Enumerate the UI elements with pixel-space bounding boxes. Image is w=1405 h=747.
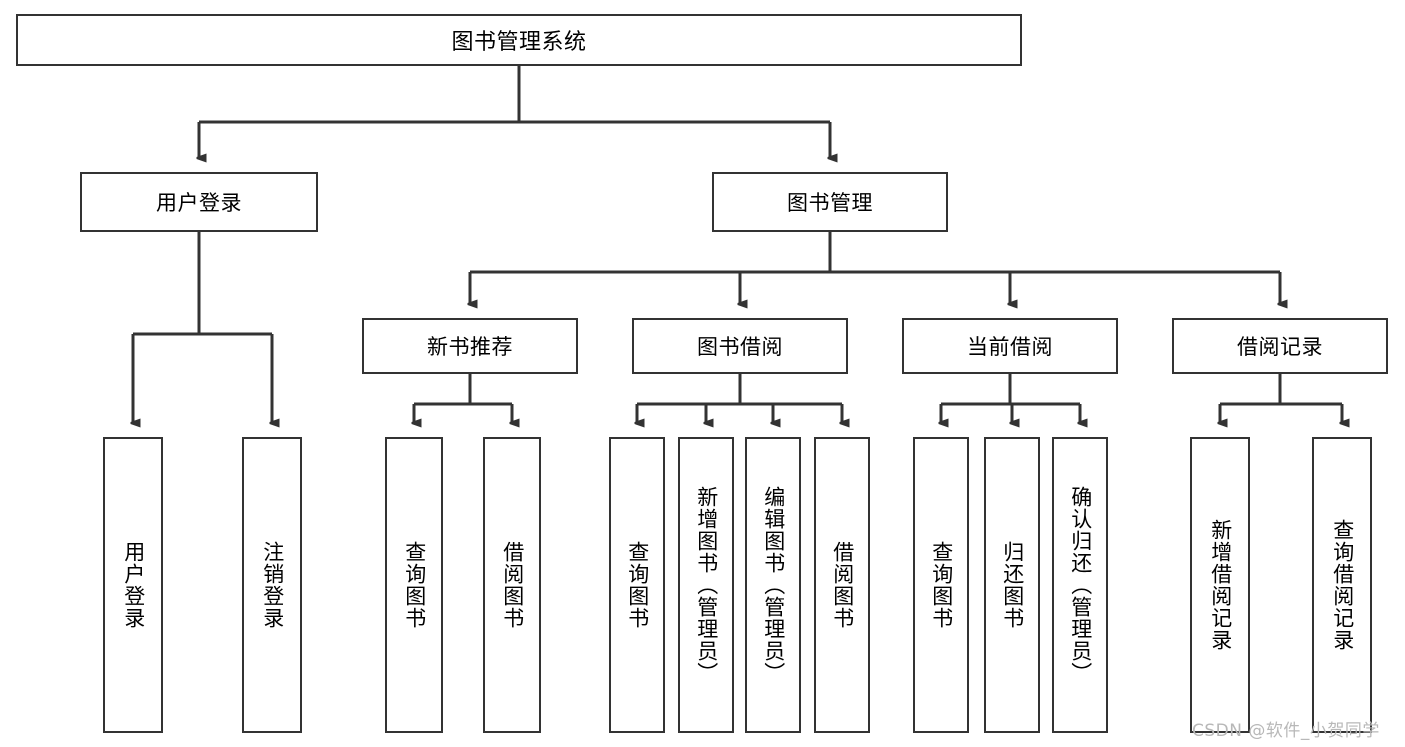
node-leaf-borrow-book-recommend[interactable]: 借阅图书: [483, 437, 541, 733]
node-label: 新书推荐: [427, 335, 513, 359]
node-label: 编辑图书（管理员）: [761, 486, 786, 684]
node-leaf-logout-login[interactable]: 注销登录: [242, 437, 302, 733]
node-label: 新增借阅记录: [1208, 519, 1233, 651]
node-label: 借阅图书: [830, 541, 855, 629]
node-leaf-query-borrow-record[interactable]: 查询借阅记录: [1312, 437, 1372, 733]
node-leaf-return-book[interactable]: 归还图书: [984, 437, 1040, 733]
node-label: 查询借阅记录: [1330, 519, 1355, 651]
node-book-borrow[interactable]: 图书借阅: [632, 318, 848, 374]
node-user-login[interactable]: 用户登录: [80, 172, 318, 232]
node-book-management-system[interactable]: 图书管理系统: [16, 14, 1022, 66]
node-label: 借阅图书: [500, 541, 525, 629]
node-leaf-confirm-return-admin[interactable]: 确认归还（管理员）: [1052, 437, 1108, 733]
node-label: 查询图书: [625, 541, 650, 629]
node-label: 用户登录: [156, 191, 242, 215]
node-label: 新增图书（管理员）: [694, 486, 719, 684]
node-label: 用户登录: [121, 541, 146, 629]
node-label: 当前借阅: [967, 335, 1053, 359]
node-new-book-recommend[interactable]: 新书推荐: [362, 318, 578, 374]
node-leaf-query-book-recommend[interactable]: 查询图书: [385, 437, 443, 733]
node-label: 图书管理系统: [451, 30, 587, 55]
node-leaf-query-book-current[interactable]: 查询图书: [913, 437, 969, 733]
node-label: 查询图书: [402, 541, 427, 629]
node-label: 查询图书: [929, 541, 954, 629]
node-leaf-query-book-borrow[interactable]: 查询图书: [609, 437, 665, 733]
node-leaf-add-book-admin[interactable]: 新增图书（管理员）: [678, 437, 734, 733]
node-label: 图书借阅: [697, 335, 783, 359]
node-leaf-add-borrow-record[interactable]: 新增借阅记录: [1190, 437, 1250, 733]
node-label: 注销登录: [260, 541, 285, 629]
node-label: 图书管理: [787, 191, 873, 215]
node-label: 确认归还（管理员）: [1068, 486, 1093, 684]
node-book-management[interactable]: 图书管理: [712, 172, 948, 232]
csdn-watermark: CSDN @软件_小贺同学: [1192, 721, 1380, 741]
node-leaf-edit-book-admin[interactable]: 编辑图书（管理员）: [745, 437, 801, 733]
node-label: 借阅记录: [1237, 335, 1323, 359]
node-leaf-user-login[interactable]: 用户登录: [103, 437, 163, 733]
node-leaf-borrow-book[interactable]: 借阅图书: [814, 437, 870, 733]
node-label: 归还图书: [1000, 541, 1025, 629]
node-current-borrow[interactable]: 当前借阅: [902, 318, 1118, 374]
node-borrow-record[interactable]: 借阅记录: [1172, 318, 1388, 374]
